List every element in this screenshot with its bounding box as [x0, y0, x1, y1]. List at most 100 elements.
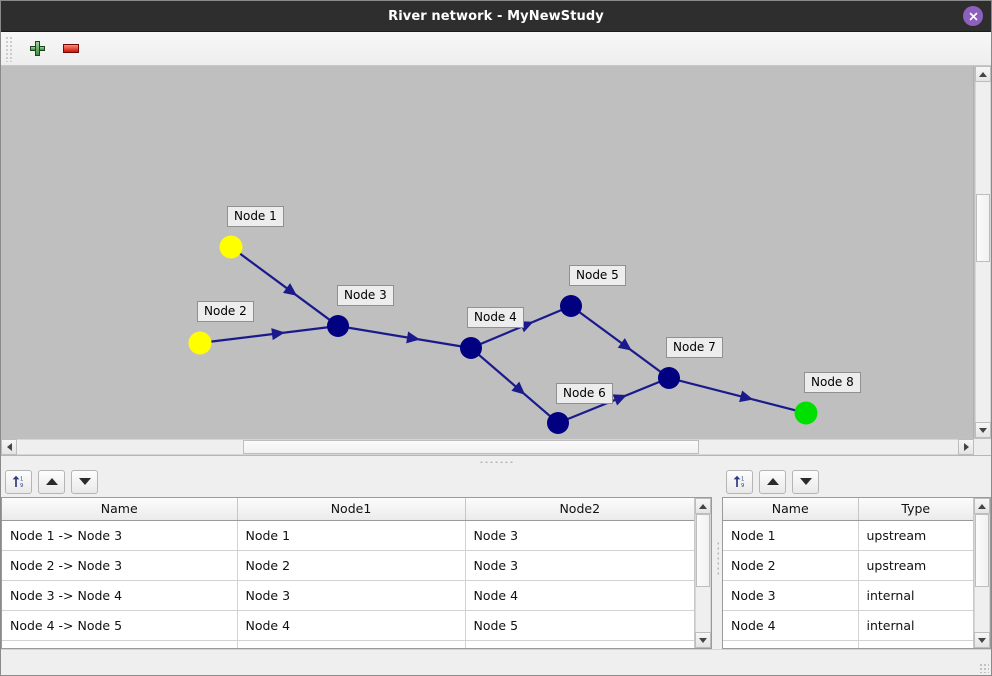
branch-table-cell[interactable]: Node 1 -> Node 3 — [2, 520, 238, 551]
node-table-cell[interactable]: Node 4 — [723, 610, 859, 641]
vscroll-track[interactable] — [975, 82, 991, 422]
network-canvas[interactable]: Node 1 Node 2 Node 3 Node 4 Node 5 Node 6 Node… — [1, 66, 974, 438]
graph-node-label[interactable]: Node 6 — [556, 383, 613, 404]
branch-table-cell[interactable]: Node 4 — [465, 580, 694, 611]
graph-edge[interactable] — [238, 252, 331, 321]
window-resize-grip[interactable] — [979, 663, 989, 673]
graph-node[interactable] — [560, 295, 582, 317]
branch-table-cell[interactable]: Node 3 — [237, 580, 466, 611]
add-node-button[interactable] — [23, 35, 51, 63]
node-col-name[interactable]: Name — [723, 498, 859, 521]
branch-table-cell[interactable] — [237, 640, 466, 648]
graph-node[interactable] — [188, 331, 212, 355]
node-sort-button[interactable]: 1 9 — [726, 469, 753, 494]
branch-table-vertical-scrollbar[interactable] — [694, 498, 711, 648]
branch-scroll-up-button[interactable] — [695, 498, 711, 514]
graph-node-label[interactable]: Node 7 — [666, 337, 723, 358]
graph-node-label[interactable]: Node 2 — [197, 301, 254, 322]
graph-node-label[interactable]: Node 8 — [804, 372, 861, 393]
canvas-horizontal-scrollbar[interactable] — [1, 438, 991, 455]
branch-move-down-button[interactable] — [71, 469, 98, 494]
graph-node-label[interactable]: Node 4 — [467, 307, 524, 328]
node-move-up-button[interactable] — [759, 469, 786, 494]
node-table-cell[interactable] — [858, 640, 973, 648]
branch-table-cell[interactable] — [465, 640, 694, 648]
branch-table-cell[interactable]: Node 2 — [237, 550, 466, 581]
node-scroll-up-button[interactable] — [974, 498, 990, 514]
graph-node-label[interactable]: Node 5 — [569, 265, 626, 286]
branch-vscroll-thumb[interactable] — [696, 514, 710, 588]
node-table-cell[interactable] — [723, 640, 859, 648]
branch-col-node1[interactable]: Node1 — [237, 498, 466, 521]
node-table-cell[interactable]: Node 3 — [723, 580, 859, 611]
vscroll-thumb[interactable] — [976, 194, 990, 263]
branch-move-up-button[interactable] — [38, 469, 65, 494]
scroll-left-button[interactable] — [1, 439, 17, 455]
hscroll-track[interactable] — [17, 439, 958, 455]
branch-table-cell[interactable]: Node 4 -> Node 5 — [2, 610, 238, 641]
graph-node[interactable] — [219, 235, 243, 259]
node-col-type[interactable]: Type — [858, 498, 973, 521]
branch-table-cell[interactable]: Node 1 — [237, 520, 466, 551]
scroll-right-button[interactable] — [958, 439, 974, 455]
canvas-vertical-scrollbar[interactable] — [974, 66, 991, 438]
graph-edge[interactable] — [566, 380, 661, 421]
graph-node[interactable] — [547, 412, 569, 434]
node-table-cell[interactable]: internal — [858, 610, 973, 641]
graph-node[interactable] — [658, 367, 680, 389]
branch-table-cell[interactable]: Node 2 -> Node 3 — [2, 550, 238, 581]
close-icon[interactable] — [963, 6, 983, 26]
branch-table-row-partial[interactable] — [2, 640, 694, 648]
branch-vscroll-track[interactable] — [695, 514, 711, 632]
graph-edge[interactable] — [209, 326, 329, 343]
graph-node[interactable] — [794, 401, 818, 425]
node-vscroll-track[interactable] — [974, 514, 990, 632]
graph-edge[interactable] — [347, 326, 462, 348]
node-table-cell[interactable]: Node 2 — [723, 550, 859, 581]
graph-edge-arrow — [282, 283, 298, 296]
node-table-vertical-scrollbar[interactable] — [973, 498, 990, 648]
branch-col-name[interactable]: Name — [2, 498, 238, 521]
node-table-cell[interactable]: Node 1 — [723, 520, 859, 551]
toolbar-drag-handle[interactable] — [5, 35, 13, 62]
graph-edge[interactable] — [678, 379, 797, 412]
horizontal-splitter[interactable] — [1, 455, 991, 466]
graph-node-label[interactable]: Node 3 — [337, 285, 394, 306]
vertical-splitter[interactable] — [712, 466, 722, 649]
graph-node[interactable] — [327, 315, 349, 337]
node-table-row-partial[interactable] — [723, 640, 973, 648]
branch-table-cell[interactable]: Node 3 — [465, 550, 694, 581]
hscroll-thumb[interactable] — [242, 440, 700, 454]
branch-col-node2[interactable]: Node2 — [465, 498, 694, 521]
node-move-down-button[interactable] — [792, 469, 819, 494]
remove-node-button[interactable] — [57, 35, 85, 63]
graph-edge[interactable] — [578, 311, 662, 373]
node-table-cell[interactable]: upstream — [858, 520, 973, 551]
branch-table-cell[interactable]: Node 3 — [465, 520, 694, 551]
graph-node[interactable] — [460, 337, 482, 359]
branch-scroll-down-button[interactable] — [695, 632, 711, 648]
scroll-up-button[interactable] — [975, 66, 991, 82]
branch-table-cell[interactable]: Node 5 — [465, 610, 694, 641]
branch-table-cell[interactable]: Node 3 -> Node 4 — [2, 580, 238, 611]
node-table-cell[interactable]: upstream — [858, 550, 973, 581]
node-vscroll-thumb[interactable] — [975, 514, 989, 588]
node-scroll-down-button[interactable] — [974, 632, 990, 648]
branch-table-cell[interactable]: Node 4 — [237, 610, 466, 641]
branch-sort-button[interactable]: 1 9 — [5, 469, 32, 494]
graph-node-label[interactable]: Node 1 — [227, 206, 284, 227]
node-table-cell[interactable]: internal — [858, 580, 973, 611]
scroll-down-button[interactable] — [975, 422, 991, 438]
branch-table-cell[interactable] — [2, 640, 238, 648]
graph-edge[interactable] — [477, 353, 552, 418]
